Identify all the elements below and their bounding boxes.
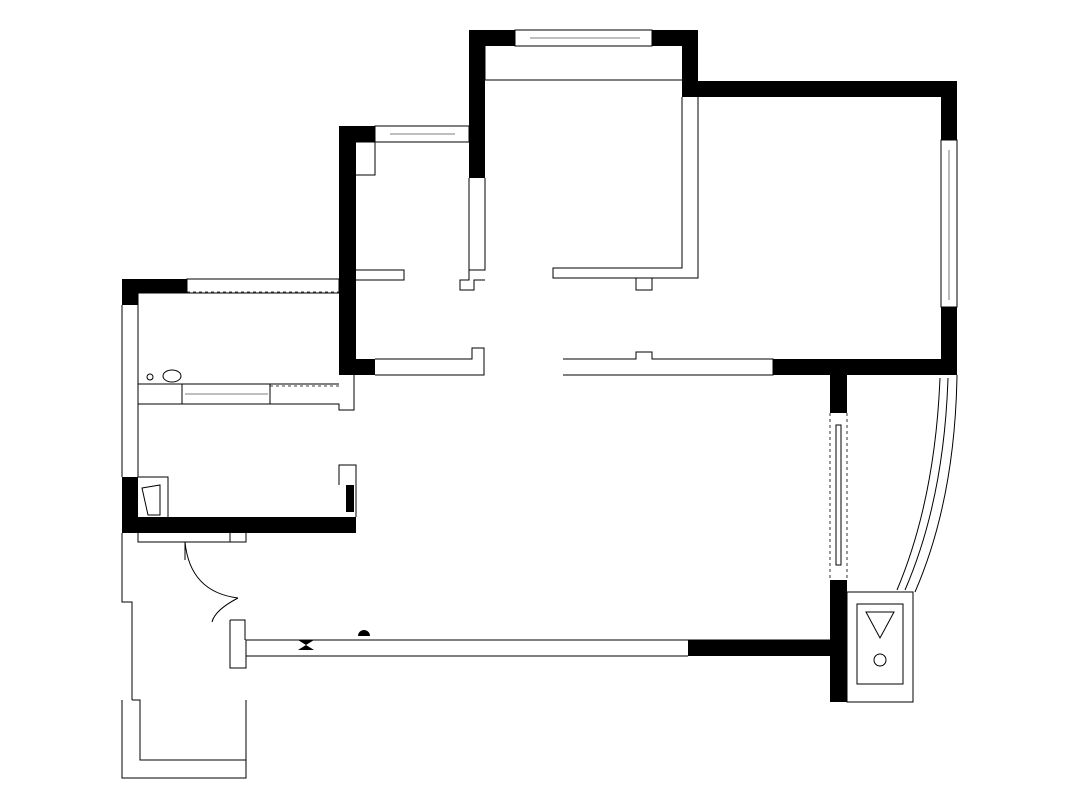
balcony-right [829,374,958,703]
structural-walls [122,30,957,702]
windows [181,29,958,405]
interior-partitions [121,46,774,517]
entrance-area [121,531,830,779]
